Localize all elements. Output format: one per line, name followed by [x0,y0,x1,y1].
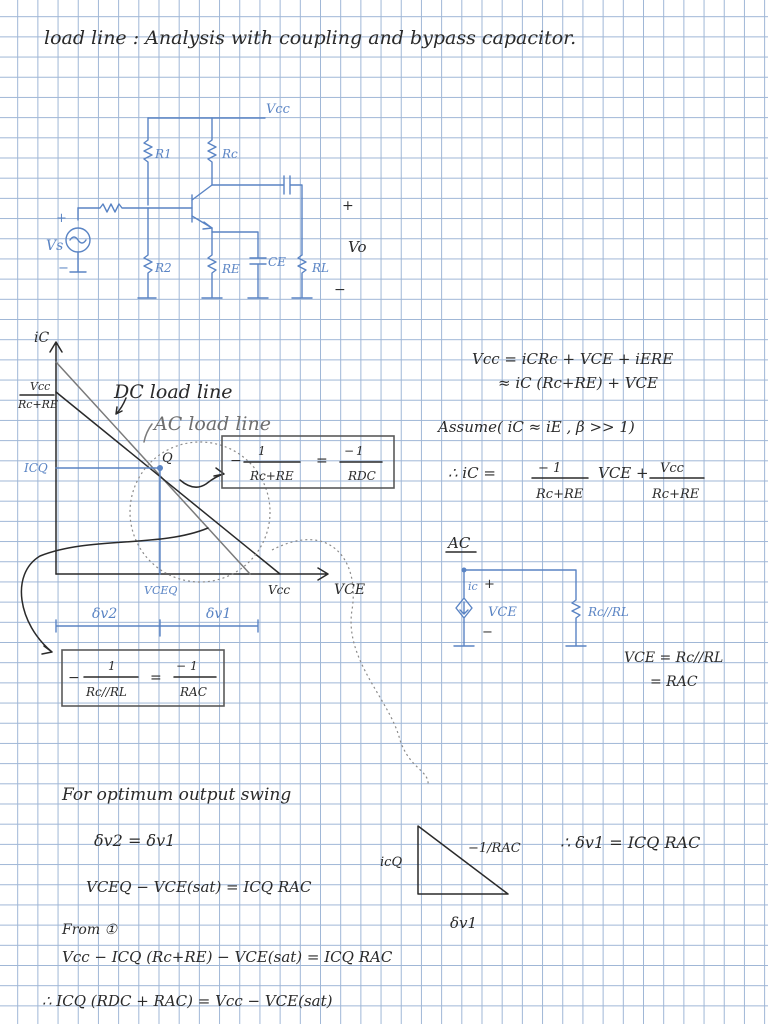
vs-label: Vs [46,238,63,254]
kvl-line-1: Vcc = iCRc + VCE + iERE [472,350,673,368]
ac-slope-arrow [20,527,209,655]
y-axis-label: iC [34,330,49,346]
ac-rc-rl [463,569,587,647]
triangle-base: δv1 [450,914,477,932]
dc-slope-lhs-den: Rc+RE [249,469,294,483]
dc-slope-rhs-num: 1 [356,444,364,458]
y-intercept-num: Vcc [30,380,50,393]
rc-label: Rc [221,147,238,161]
ac-eq-1: VCE = Rc//RL [624,650,723,666]
ac-ic-label: ic [468,580,478,593]
ac-eq-2: = RAC [650,674,698,690]
swing-result: ∴ δv1 = ICQ RAC [560,833,700,852]
vo-minus: − [334,282,346,298]
svg-text:−: − [68,670,80,686]
svg-text:−: − [176,659,186,673]
x-axis [55,567,329,581]
vcc-label: Vcc [266,102,291,117]
ac-slope-rhs-num: 1 [190,659,198,673]
zoom-trail [271,539,429,787]
ac-heading: AC [446,534,471,552]
svg-text:−: − [230,453,242,469]
vs-minus: − [58,261,69,276]
load-line-graph: iC VCE Vcc Rc+RE ICQ Q VCEQ Vcc DC load … [17,330,429,787]
svg-text:=: = [316,453,328,469]
svg-text:=: = [150,670,162,686]
ac-slope-lhs-num: 1 [108,659,116,673]
q-label: Q [162,451,173,466]
r2-label: R2 [154,261,172,275]
ac-load-line-label: AC load line [152,413,271,435]
swing-line-3: Vcc − ICQ (Rc+RE) − VCE(sat) = ICQ RAC [62,948,393,966]
dc-load-line [55,391,281,575]
frac1-num: − 1 [538,461,561,476]
from-ref: From ① [61,922,119,938]
re-label: RE [221,262,240,276]
vs-plus: + [56,211,67,226]
ac-minus: − [482,625,493,640]
kvl-line-2: ≈ iC (Rc+RE) + VCE [498,374,658,392]
swing-ruler [55,619,259,637]
icq-label: ICQ [23,461,48,475]
r1-label: R1 [154,147,172,161]
ac-resistor-label: Rc//RL [587,605,629,619]
svg-text:−: − [344,444,354,458]
rl-label: RL [311,261,329,275]
ac-vce-label: VCE [488,605,517,620]
vcc-tick-label: Vcc [268,583,290,597]
therefore-ic: ∴ iC = [448,464,496,482]
zoom-circle [129,441,271,583]
ce-label: CE [268,255,286,269]
delta-v1-label: δv1 [206,606,231,622]
x-axis-label: VCE [334,582,365,598]
bjt-circuit: Vcc R1 Rc + − Vs R2 RE CE RL + Vo [46,102,367,299]
ac-current-source [453,569,475,647]
frac-mid: VCE + [598,464,649,482]
y-axis [49,341,63,575]
triangle-side: icQ [380,855,402,870]
kvl-equations: Vcc = iCRc + VCE + iERE ≈ iC (Rc+RE) + V… [436,350,705,502]
swing-line-4: ∴ ICQ (RDC + RAC) = Vcc − VCE(sat) [42,992,333,1010]
ac-slope-lhs-den: Rc//RL [85,685,127,699]
swing-line-1: δv2 = δv1 [94,831,175,850]
y-intercept-den: Rc+RE [17,398,58,411]
triangle-slope: −1/RAC [468,841,521,856]
ac-slope-rhs-den: RAC [179,685,207,699]
ac-model: AC ic + VCE − Rc//RL VCE = Rc//RL = RAC [445,534,723,690]
optimum-swing: For optimum output swing δv2 = δv1 VCEQ … [42,785,700,1010]
dc-slope-box [221,435,395,489]
frac2-num: Vcc [660,461,685,476]
frac1-den: Rc+RE [535,487,584,502]
frac2-den: Rc+RE [651,487,700,502]
swing-heading: For optimum output swing [61,785,291,805]
delta-v2-label: δv2 [92,606,117,622]
q-guides [55,467,161,575]
dc-slope-arrow [179,467,225,488]
q-point [157,465,163,471]
vceq-label: VCEQ [144,584,177,597]
swing-line-2: VCEQ − VCE(sat) = ICQ RAC [86,878,312,896]
slope-triangle [417,825,509,895]
page-title: load line : Analysis with coupling and b… [44,27,576,49]
dc-slope-rhs-den: RDC [347,469,376,483]
vo-plus: + [342,198,354,214]
dc-slope-lhs-num: 1 [258,444,266,458]
dc-load-line-label: DC load line [113,381,233,403]
assumption: Assume( iC ≈ iE , β >> 1) [436,418,635,436]
ac-plus: + [484,577,495,592]
ac-slope-box [61,649,225,707]
vo-label: Vo [348,238,367,256]
